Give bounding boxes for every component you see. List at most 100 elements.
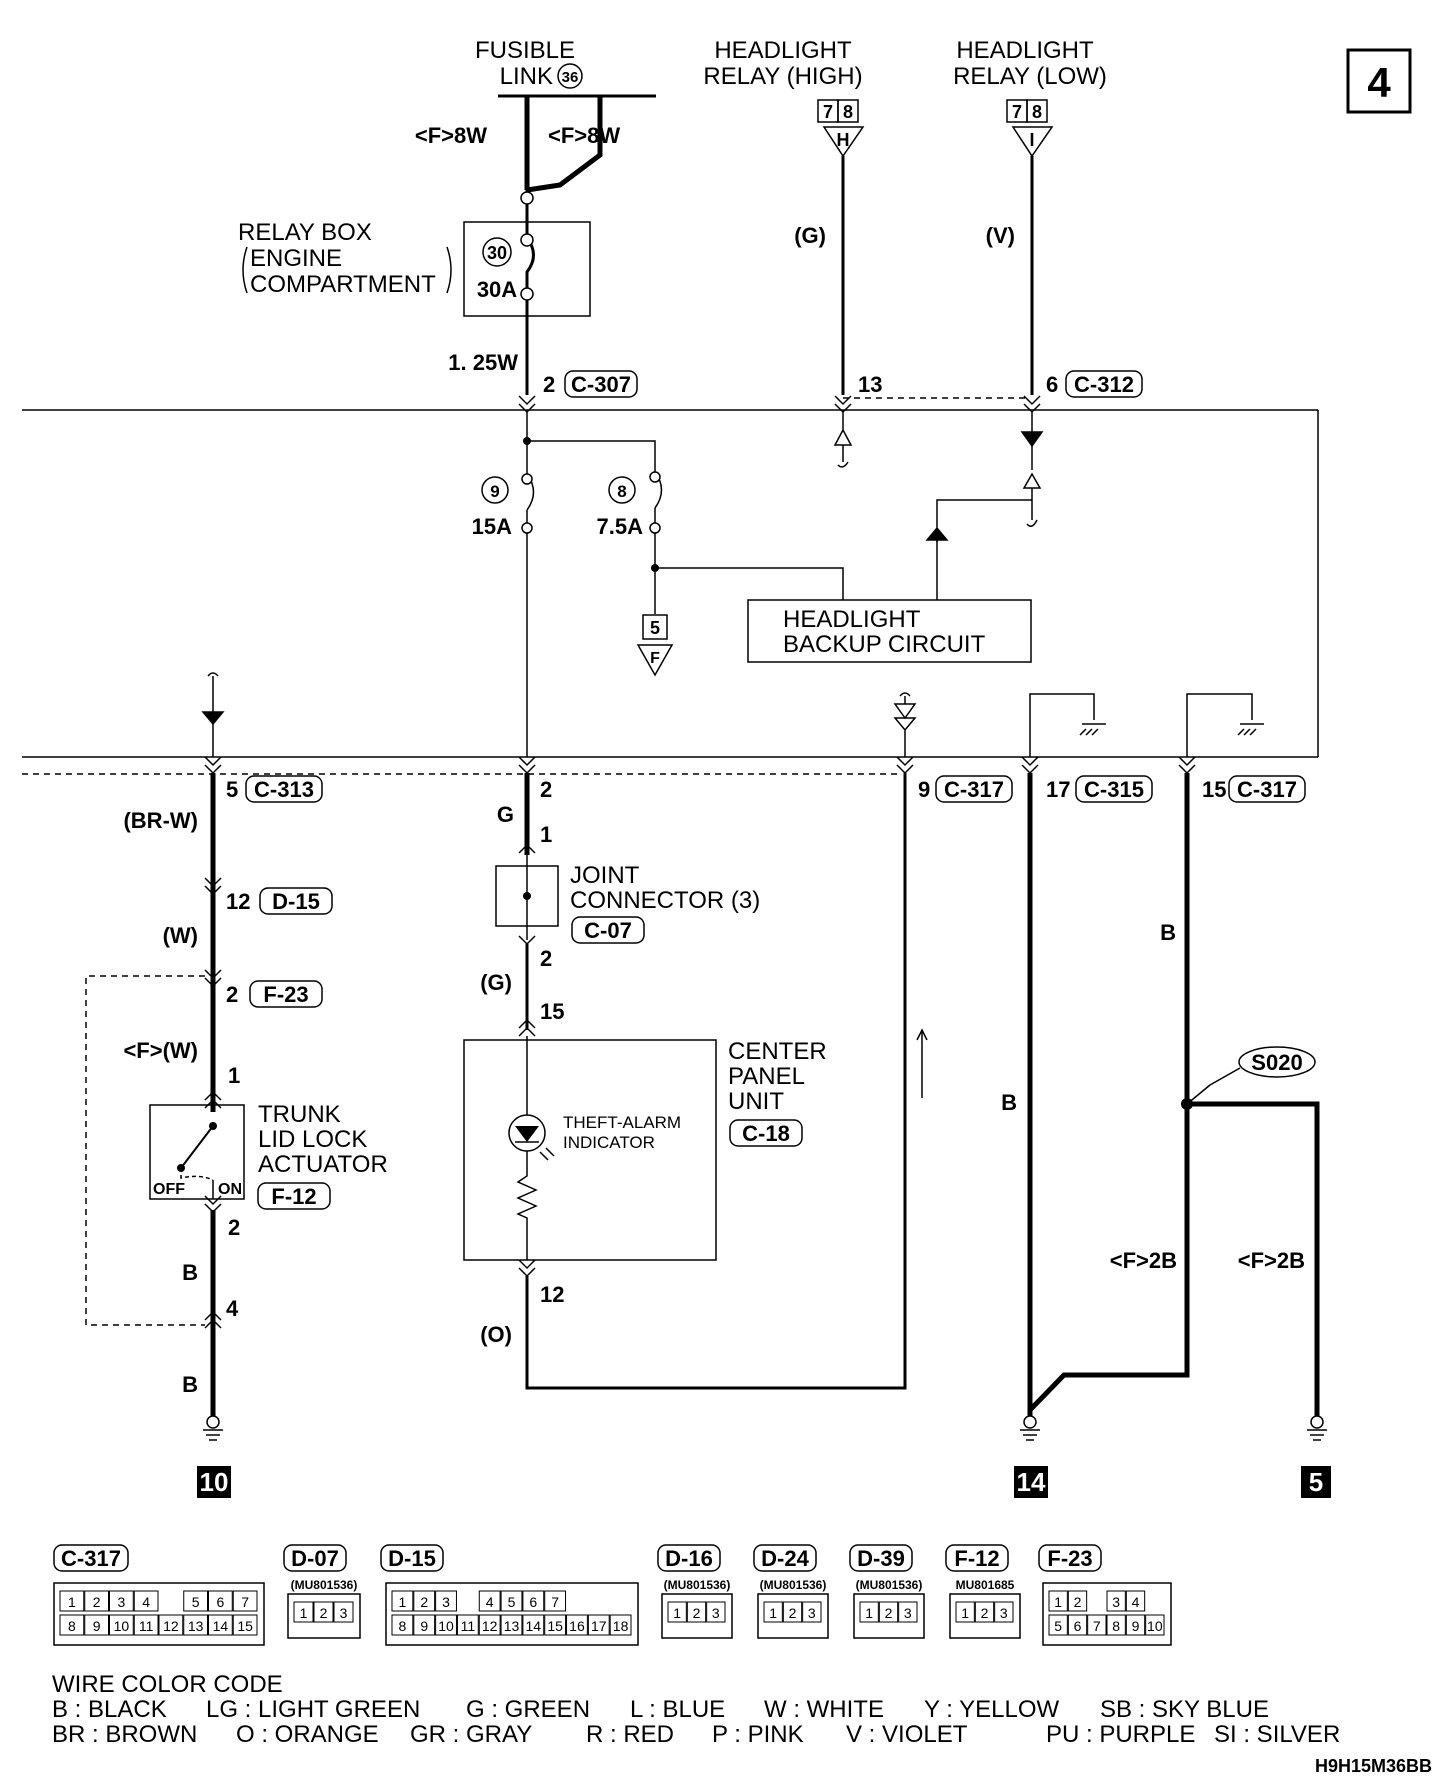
fuse-9-num: 9	[490, 482, 499, 501]
connector-pin: 8	[1112, 1618, 1120, 1634]
connector-pin: 18	[613, 1618, 629, 1634]
relay-box-fuse-num: 30	[487, 243, 507, 263]
fuse-8: 8 7.5A	[597, 471, 844, 614]
connector-pin: 15	[547, 1618, 563, 1634]
connector-pin: 1	[1054, 1594, 1062, 1610]
connector-pin: 1	[865, 1605, 873, 1621]
ground-5-label: 5	[1309, 1467, 1323, 1497]
relay-box-label-3: COMPARTMENT	[250, 271, 436, 298]
relay-low-pin-8: 8	[1032, 102, 1042, 122]
connector-pin: 1	[961, 1605, 969, 1621]
wire-color-entry: LG : LIGHT GREEN	[206, 1696, 420, 1723]
pin-13-label: 13	[858, 372, 882, 397]
fusible-link: FUSIBLE LINK 36 <F>8W <F>8W	[415, 37, 656, 193]
wire-color-entry: V : VIOLET	[846, 1721, 968, 1748]
d15-pin: 12	[226, 889, 250, 914]
center-panel-label-1: CENTER	[728, 1038, 827, 1065]
connector-pin: 9	[420, 1618, 428, 1634]
wire-color-entry: L : BLUE	[630, 1696, 725, 1723]
f12-code: F-12	[271, 1184, 316, 1209]
c307-code: C-307	[571, 372, 631, 397]
trunk-actuator-box	[149, 1104, 245, 1200]
pin-2-center: 2	[518, 756, 552, 802]
headlight-backup-label-2: BACKUP CIRCUIT	[783, 631, 986, 658]
connector-pin: 6	[216, 1594, 224, 1610]
connector-c307: 2 C-307	[518, 370, 638, 414]
trunk-label-3: ACTUATOR	[258, 1151, 388, 1178]
connector-view-part: (MU801536)	[760, 1578, 827, 1592]
connector-pin: 15	[237, 1618, 253, 1634]
c315-code: C-315	[1084, 777, 1144, 802]
wire-b-right: B	[1160, 920, 1176, 945]
connector-pin: 9	[1132, 1618, 1140, 1634]
fuse-9: 9 15A	[472, 412, 656, 757]
connector-pin: 1	[673, 1605, 681, 1621]
connector-pin: 16	[569, 1618, 585, 1634]
wire-color-entry: GR : GRAY	[410, 1721, 532, 1748]
connector-pin: 3	[808, 1605, 816, 1621]
connector-c315: 17 C-315	[1021, 756, 1153, 803]
connector-view-code: D-24	[761, 1546, 809, 1571]
relay-box-fuse-rating: 30A	[477, 277, 517, 302]
connector-pin: 3	[1112, 1594, 1120, 1610]
connector-pin: 5	[1054, 1618, 1062, 1634]
connector-pin: 6	[529, 1594, 537, 1610]
joint-label-2: CONNECTOR (3)	[570, 887, 760, 914]
joint-pin-1: 1	[540, 822, 552, 847]
wire-color-entry: Y : YELLOW	[924, 1696, 1060, 1723]
relay-low-letter: I	[1029, 130, 1034, 150]
connector-pin: 4	[142, 1594, 150, 1610]
ground-10-label: 10	[200, 1467, 229, 1497]
ground-10: 10	[197, 1466, 231, 1498]
page-number-box: 4	[1346, 48, 1412, 114]
fuse-8-num: 8	[617, 482, 626, 501]
connector-pin: 6	[1074, 1618, 1082, 1634]
trunk-off-label: OFF	[153, 1181, 185, 1198]
resistor	[516, 1151, 538, 1260]
connector-pin: 2	[1074, 1594, 1082, 1610]
relay-low-label-1: HEADLIGHT	[956, 37, 1094, 64]
wire-g: G	[497, 802, 514, 827]
c315-pin: 17	[1046, 777, 1070, 802]
connector-pin: 2	[789, 1605, 797, 1621]
connector-pin: 10	[114, 1618, 130, 1634]
fuse-8-rating: 7.5A	[597, 514, 644, 539]
f23-code: F-23	[263, 982, 308, 1007]
connector-c317-9: 9 C-317	[896, 756, 1013, 803]
connector-view-code: F-12	[954, 1546, 999, 1571]
c07-code: C-07	[584, 918, 632, 943]
ref-5f-num: 5	[650, 618, 660, 638]
connector-pin: 2	[981, 1605, 989, 1621]
trunk-pin-2: 2	[228, 1215, 240, 1240]
wire-o-paren: (O)	[480, 1322, 512, 1347]
connector-pin: 7	[241, 1594, 249, 1610]
center-panel-label-3: UNIT	[728, 1088, 784, 1115]
relay-box-label-1: RELAY BOX	[238, 219, 372, 246]
fusible-link-label-1: FUSIBLE	[475, 37, 575, 64]
wire-f2b-b: <F>2B	[1238, 1248, 1305, 1273]
trunk-on-label: ON	[218, 1181, 242, 1198]
relay-high-pin-7: 7	[823, 102, 833, 122]
connector-view-code: F-23	[1047, 1546, 1092, 1571]
connector-pin: 9	[93, 1618, 101, 1634]
connector-pin: 11	[461, 1618, 476, 1634]
wire-b2: B	[182, 1372, 198, 1397]
connector-pin: 8	[399, 1618, 407, 1634]
joint-label-1: JOINT	[570, 862, 640, 889]
joint-pin-2: 2	[540, 946, 552, 971]
wire-color-code-title: WIRE COLOR CODE	[52, 1671, 283, 1698]
connector-view-part: (MU801536)	[664, 1578, 731, 1592]
wire-g-high: (G)	[794, 223, 826, 248]
connector-pin: 11	[139, 1618, 154, 1634]
c18-code: C-18	[742, 1121, 790, 1146]
fusible-link-label-2: LINK	[500, 63, 553, 90]
connector-view-code: C-317	[61, 1546, 121, 1571]
connector-view-code: D-39	[857, 1546, 905, 1571]
